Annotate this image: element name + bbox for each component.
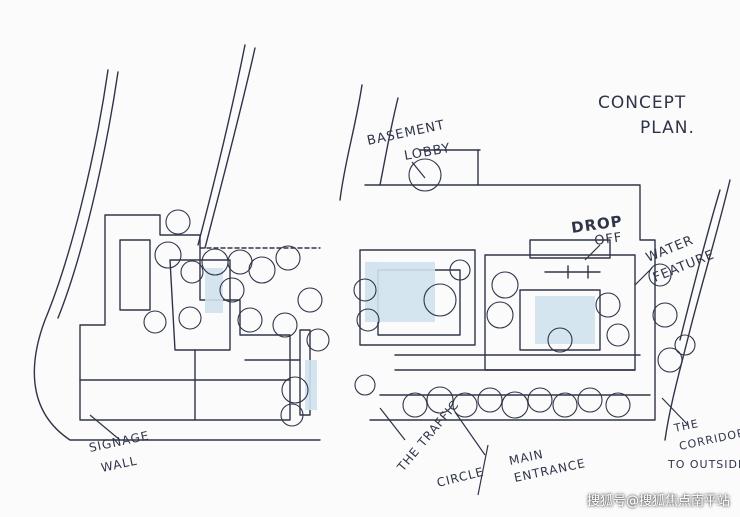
left-building-outline [79, 214, 291, 421]
concept-plan-title-2: PLAN. [640, 118, 695, 138]
right-building-outline [364, 184, 656, 421]
leader-lines [89, 161, 689, 496]
concept-plan-title-1: CONCEPT [598, 93, 686, 113]
drop-off-label-2: OFF [593, 230, 623, 249]
basement-lobby-label-2: LOBBY [403, 141, 452, 164]
road-edge-mid [339, 84, 363, 201]
road-curve-top [197, 44, 246, 246]
drop-off-lane [529, 239, 611, 259]
road-edge-left [33, 69, 321, 441]
water-strip-mid [305, 360, 317, 410]
tree-canopies [143, 158, 696, 427]
right-courtyard-left [359, 249, 476, 346]
watermark-text: 搜狐号@搜狐焦点南平站 [586, 494, 730, 509]
road-edge-left-inner [57, 71, 119, 319]
signage-wall-label-1: SIGNAGE [88, 428, 151, 454]
water-feature-east [535, 296, 595, 344]
left-building-inner [119, 239, 151, 311]
traffic-circle-label-2: CIRCLE [435, 465, 485, 490]
water-strip-left [205, 268, 223, 313]
road-edge-right [664, 179, 731, 441]
road-edge-mid-2 [379, 97, 399, 186]
road-edge-right-2 [679, 189, 721, 341]
water-pool-left [365, 262, 435, 322]
left-building-wing [169, 259, 231, 351]
corridor-label-1: THE [672, 417, 700, 435]
signage-wall-label-2: WALL [100, 454, 139, 475]
corridor-label-3: TO OUTSIDE [667, 458, 740, 471]
road-curve-top-2 [204, 47, 256, 249]
